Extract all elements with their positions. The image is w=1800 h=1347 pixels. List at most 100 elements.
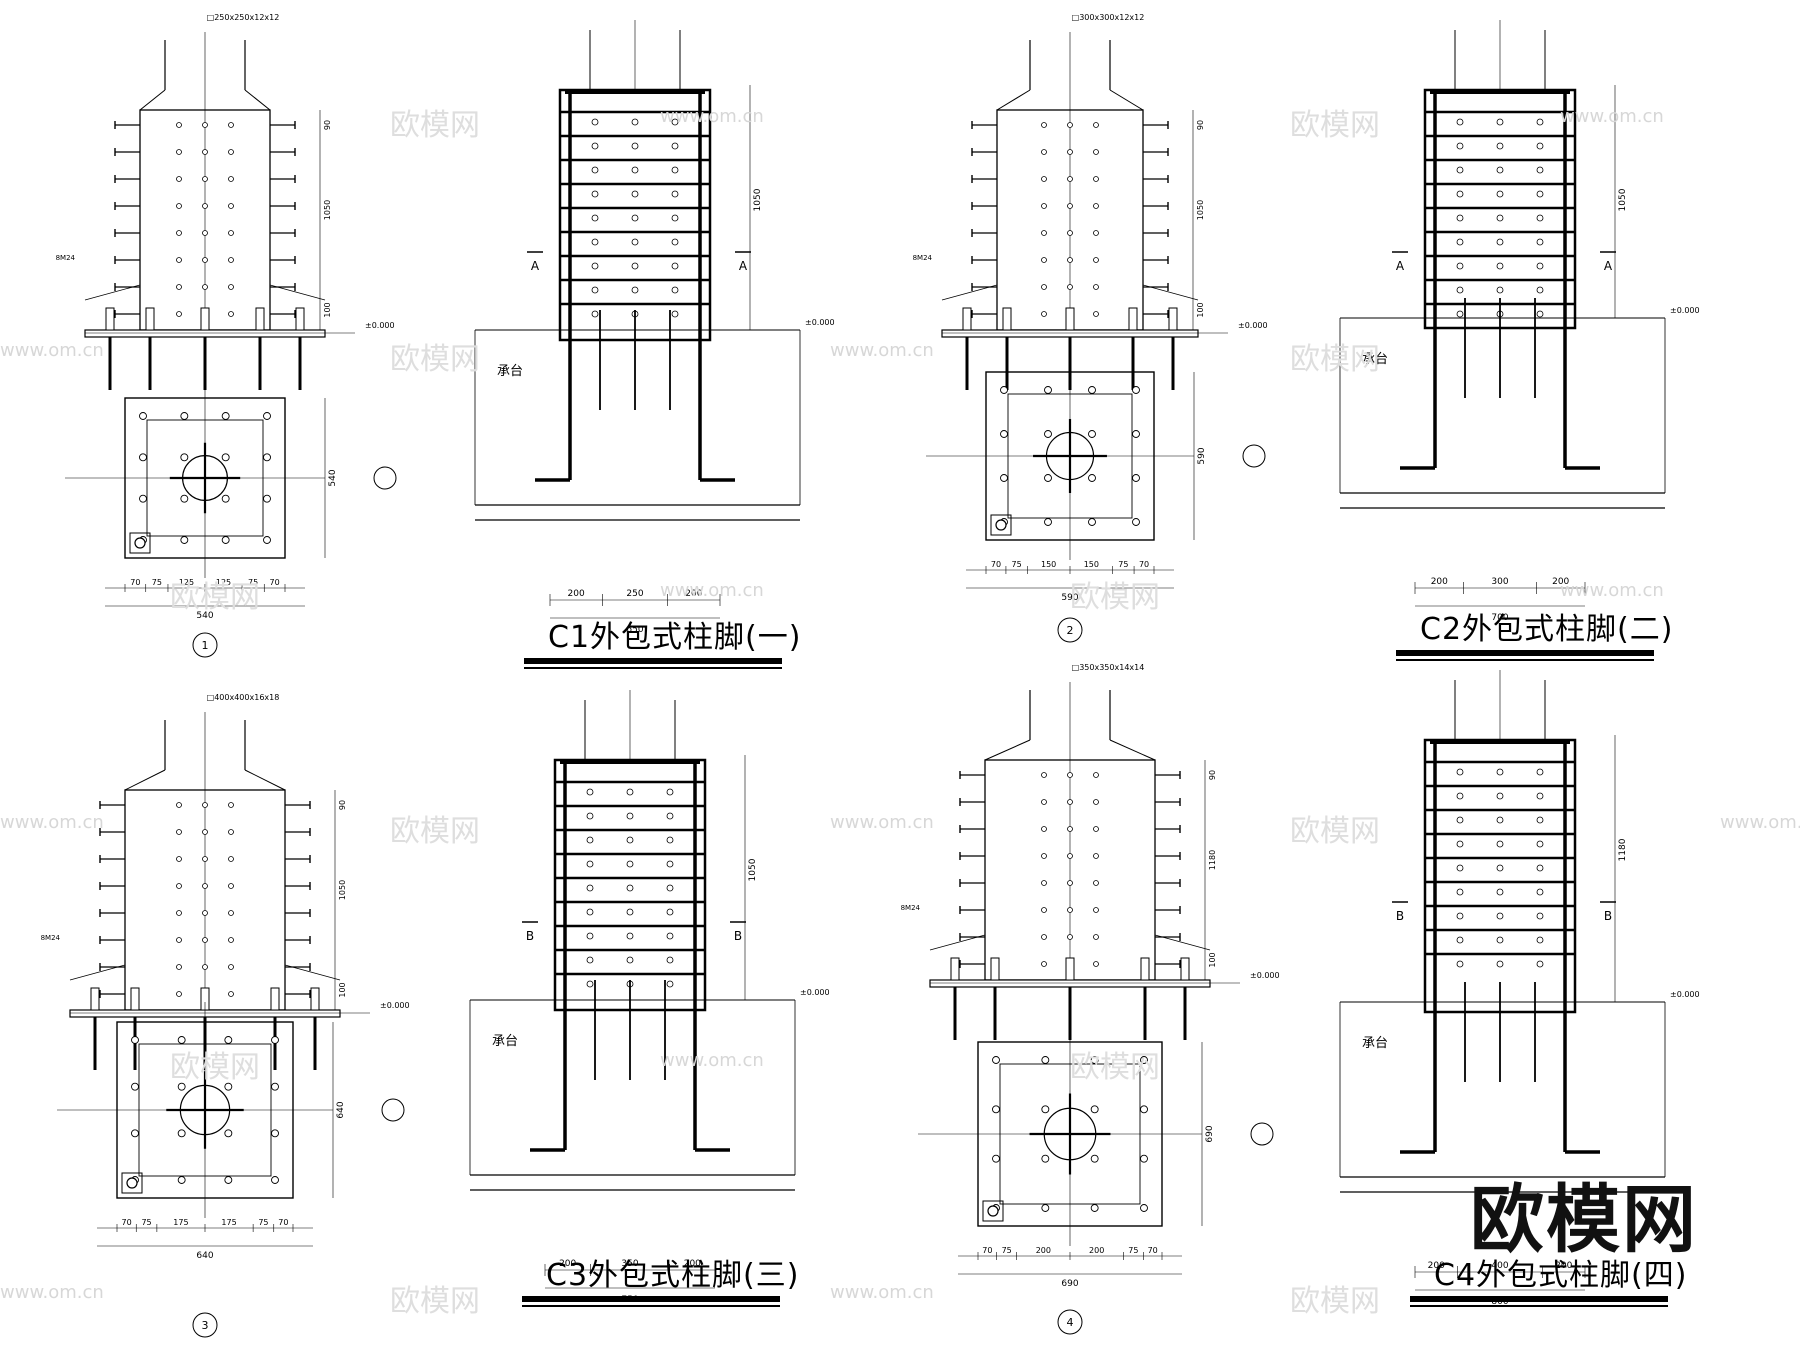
bottom-total-label: 650	[626, 625, 643, 635]
bottom-dimension-label: 250	[626, 589, 643, 599]
stud-head	[202, 856, 208, 862]
brand-logo: 欧模网	[1470, 1177, 1698, 1263]
watermark-url: www.om.cn	[1560, 106, 1664, 127]
anchor-hole	[1140, 1204, 1148, 1212]
stiffener	[69, 964, 126, 981]
stud-head	[591, 166, 599, 174]
anchor-hole	[271, 1129, 279, 1138]
stud-head	[586, 860, 594, 868]
anchor-hole	[131, 1129, 139, 1138]
stud-head	[228, 937, 234, 943]
anchor-hole	[131, 1036, 139, 1044]
stud-head	[666, 980, 674, 988]
stud-head	[1536, 792, 1544, 800]
title-underline-c1	[524, 658, 782, 664]
plan-dimension-label: 200	[1089, 1246, 1104, 1255]
anchor-hole	[1041, 1056, 1050, 1064]
detail-marker-circle	[1057, 617, 1083, 643]
watermark-text: 欧模网	[1290, 814, 1380, 849]
watermark-text: 欧模网	[390, 342, 480, 377]
anchor-hole	[177, 1176, 186, 1184]
anchor-hole	[1044, 474, 1052, 482]
stud-head	[1456, 214, 1464, 222]
watermark-text: 欧模网	[1070, 580, 1160, 615]
stud-head	[176, 284, 182, 290]
stud-head	[228, 176, 234, 182]
stud-head	[591, 142, 599, 150]
watermark-url: www.om.cn	[830, 1282, 934, 1303]
anchor-hole	[224, 1129, 233, 1138]
anchor-hole	[992, 1105, 1000, 1114]
plan-dimension-label: 200	[1036, 1246, 1051, 1255]
stud-head	[626, 932, 634, 940]
watermark-url: www.om.cn	[1720, 812, 1800, 833]
stud-head	[1041, 799, 1047, 805]
watermark-url: www.om.cn	[0, 340, 104, 361]
plan-dimension-label: 150	[1041, 560, 1056, 569]
dimension-label: 1050	[338, 880, 347, 900]
stud-head	[666, 956, 674, 964]
section-marker-circle	[1250, 1122, 1274, 1146]
stud-head	[626, 812, 634, 820]
anchor-hole	[271, 1082, 279, 1091]
stud-head	[671, 214, 679, 222]
stud-head	[1456, 864, 1464, 872]
base-plate	[929, 979, 1211, 988]
stud-head	[1093, 772, 1099, 778]
stud-head	[176, 176, 182, 182]
stud-head	[1496, 286, 1504, 294]
stud-head	[1496, 936, 1504, 944]
anchor-nut	[1065, 957, 1075, 981]
bottom-dimension-label: 200	[685, 589, 702, 599]
stud-head	[586, 836, 594, 844]
section-mark-label: A	[1604, 259, 1613, 273]
dimension-label: 100	[1196, 302, 1205, 317]
anchor-hole	[1088, 430, 1096, 438]
stud-head	[1041, 122, 1047, 128]
stud-head	[1536, 310, 1544, 318]
anchor-nut	[1168, 307, 1178, 331]
anchor-nut	[950, 957, 960, 981]
stud-head	[1067, 257, 1073, 263]
stud-head	[1067, 284, 1073, 290]
anchor-hole	[1088, 386, 1096, 394]
dimension-label: 1050	[1196, 200, 1205, 220]
section-mark-label: B	[1396, 909, 1404, 923]
stud-head	[586, 980, 594, 988]
stud-head	[1456, 262, 1464, 270]
stud-head	[1041, 907, 1047, 913]
anchor-hole	[271, 1036, 279, 1044]
anchor-nut	[1002, 307, 1012, 331]
plan-column-outline	[146, 419, 264, 537]
stud-head	[202, 257, 208, 263]
stud-head	[631, 166, 639, 174]
plan-dimension-label: 175	[173, 1218, 188, 1227]
pile-cap-label: 承台	[1362, 1036, 1388, 1051]
stud-head	[626, 836, 634, 844]
stud-head	[671, 142, 679, 150]
stud-head	[591, 118, 599, 126]
corner-grout-hole	[121, 1172, 143, 1194]
anchor-nut	[1128, 307, 1138, 331]
anchor-hole	[177, 1036, 186, 1044]
stud-head	[202, 149, 208, 155]
anchor-label: 8M24	[56, 254, 76, 262]
anchor-hole	[131, 1082, 139, 1091]
stud-head	[202, 203, 208, 209]
plate-size-label: 540	[328, 469, 338, 486]
watermark-url: www.om.cn	[0, 1282, 104, 1303]
stud-head	[1536, 768, 1544, 776]
stud-head	[1536, 118, 1544, 126]
plan-dimension-label: 75	[1128, 1246, 1138, 1255]
elevation-label: ±0.000	[1238, 321, 1268, 330]
section-mark-label: B	[1604, 909, 1612, 923]
stud-head	[671, 118, 679, 126]
stud-head	[202, 122, 208, 128]
bottom-dimension-label: 200	[1428, 1261, 1445, 1271]
watermark-url: www.om.cn	[660, 1050, 764, 1071]
dimension-label: 90	[1196, 120, 1205, 130]
stud-head	[228, 230, 234, 236]
stud-head	[1456, 310, 1464, 318]
anchor-hole	[221, 536, 230, 544]
stud-head	[1041, 853, 1047, 859]
